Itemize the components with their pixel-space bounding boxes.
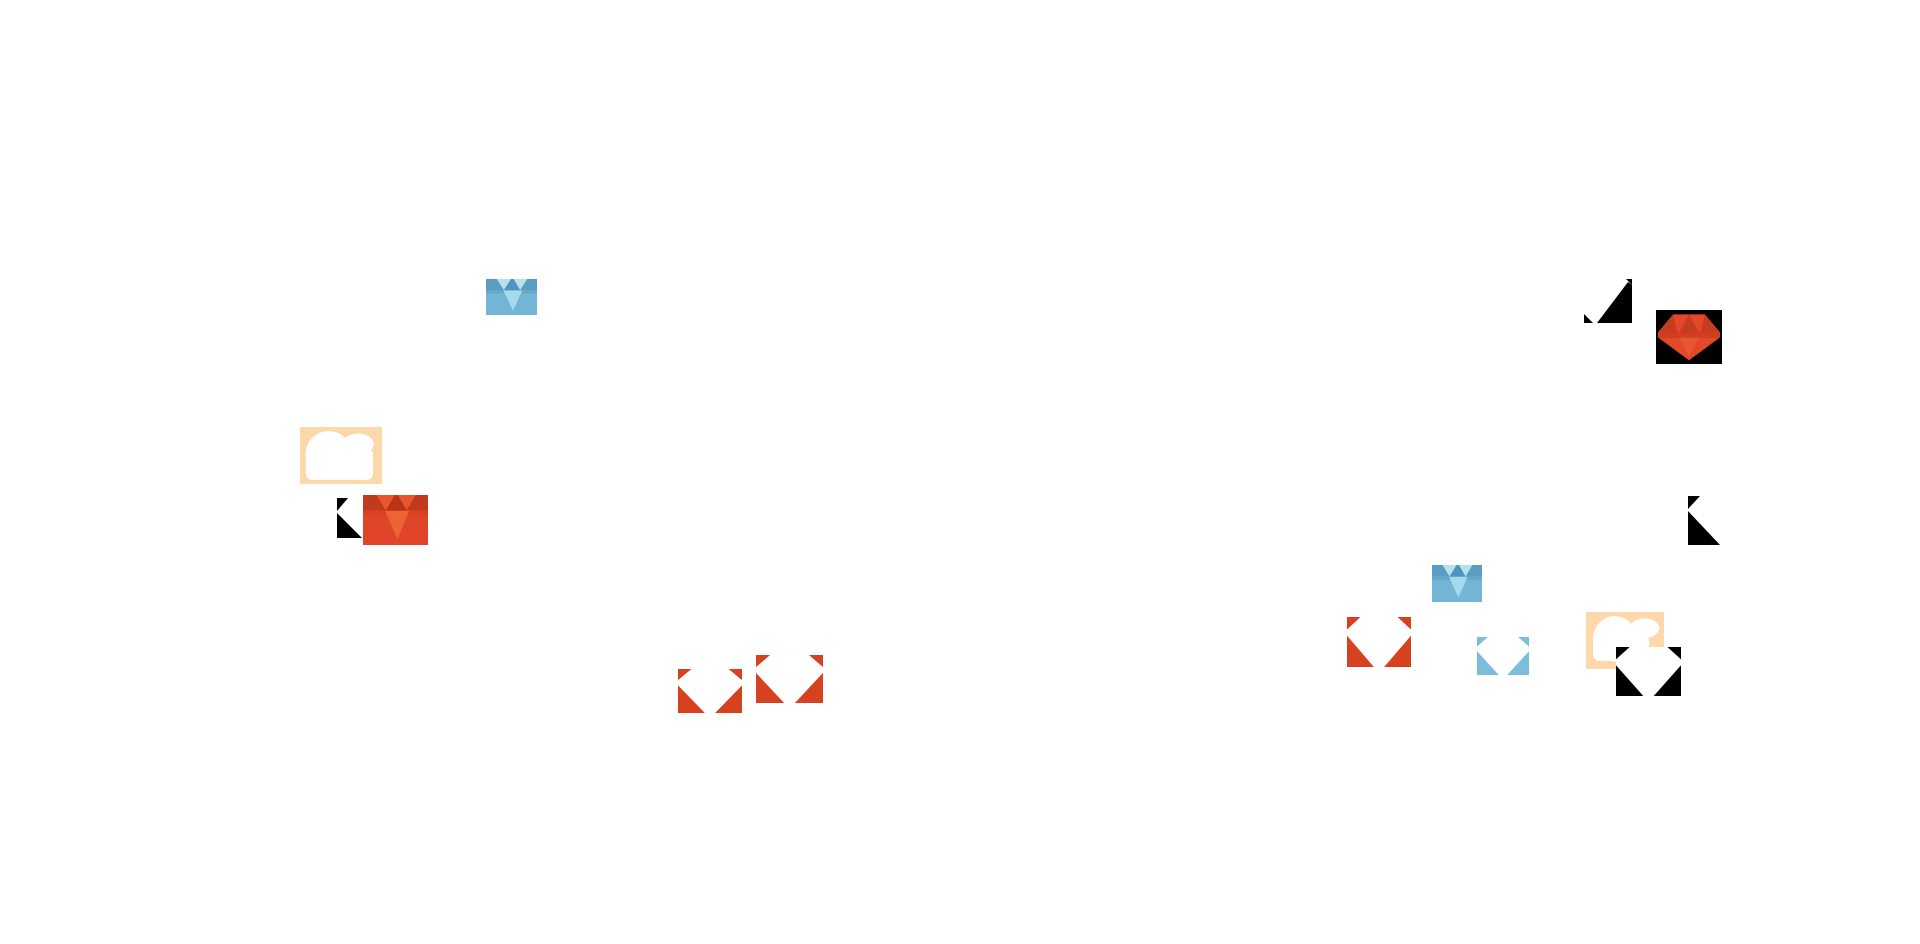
white-gem-on-red-sprite-3[interactable] <box>756 655 823 703</box>
ruby-gem-on-black-sprite[interactable] <box>1656 310 1722 364</box>
blue-gem-sprite-2[interactable] <box>1432 565 1482 602</box>
black-gem-fragment-2[interactable] <box>337 498 362 538</box>
white-gem-on-red-sprite-1[interactable] <box>1347 617 1411 667</box>
white-gem-on-blue-sprite[interactable] <box>1477 637 1529 675</box>
cloud-sprite-1[interactable] <box>300 427 382 484</box>
white-gem-on-red-sprite-2[interactable] <box>678 669 742 713</box>
blue-gem-sprite-1[interactable] <box>486 279 537 315</box>
ruby-gem-on-red-sprite[interactable] <box>363 495 428 545</box>
black-gem-fragment-1[interactable] <box>1584 279 1632 323</box>
white-gem-on-black-sprite[interactable] <box>1616 647 1681 696</box>
black-gem-fragment-3[interactable] <box>1688 496 1720 545</box>
